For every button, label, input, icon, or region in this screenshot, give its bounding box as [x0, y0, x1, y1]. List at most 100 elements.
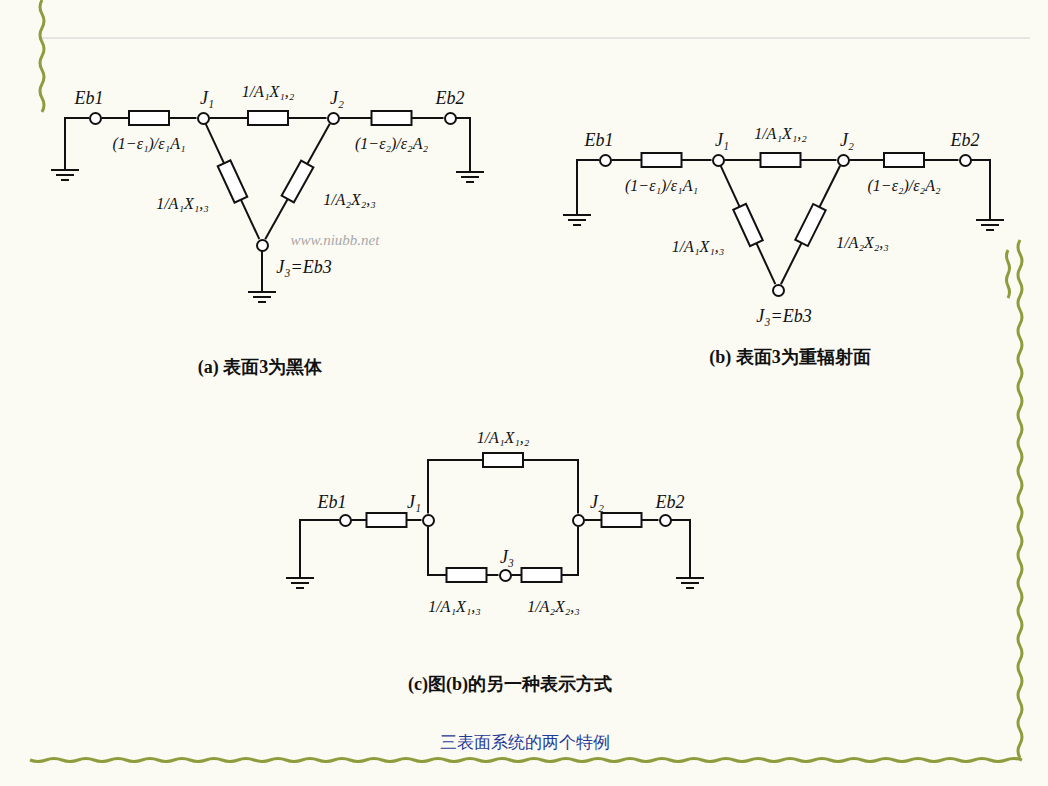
ground-stroke	[563, 214, 591, 216]
resistor-branch	[340, 111, 444, 125]
resistor-branch	[210, 111, 327, 125]
resistor-branch	[781, 166, 840, 284]
resistor-symbol	[761, 153, 801, 167]
resistance-label: (1−ε₂)/ε₂A₂	[866, 177, 943, 195]
resistor-branch	[428, 527, 499, 583]
wavy-line	[40, 0, 44, 112]
terminal-node: Eb2	[959, 154, 972, 167]
wavy-line	[1007, 250, 1010, 298]
resistance-label: 1/A₁X₁,₂	[475, 429, 532, 447]
sub-caption: (b) 表面3为重辐射面	[709, 345, 871, 369]
wire	[65, 118, 89, 170]
node-label: Eb2	[951, 130, 980, 151]
node-label: Eb1	[75, 88, 104, 109]
resistance-label: 1/A₁X₁,₃	[426, 598, 483, 616]
terminal-node: Eb1	[339, 514, 352, 527]
border-ornament	[30, 0, 1022, 762]
node-label: J₂	[590, 492, 604, 513]
watermark: www.niubb.net	[291, 232, 380, 249]
ground-wires	[65, 118, 990, 578]
node-label: Eb1	[585, 130, 614, 151]
ground-stroke	[981, 224, 999, 226]
ground-stroke	[248, 291, 276, 293]
wire	[456, 118, 470, 172]
node-label: J₃=Eb3	[756, 306, 811, 327]
resistor-branch	[102, 111, 197, 125]
sub-caption: (c)图(b)的另一种表示方式	[408, 672, 612, 696]
resistor-branch	[512, 527, 579, 583]
terminal-node: Eb1	[599, 154, 612, 167]
wire	[577, 160, 599, 215]
wire	[428, 460, 578, 514]
resistance-label: 1/A₂X₂,₃	[834, 234, 891, 252]
terminal-node: J₂	[572, 514, 585, 527]
wire	[300, 520, 339, 578]
resistor-branch	[428, 453, 578, 514]
resistor-branch	[352, 513, 422, 527]
wire	[261, 251, 263, 292]
resistor-branch	[850, 153, 959, 167]
ground-stroke	[51, 169, 79, 171]
node-label: J₂	[330, 88, 344, 109]
resistor-branch	[265, 124, 330, 240]
terminal-node: J₂	[837, 154, 850, 167]
terminal-node: Eb1	[89, 112, 102, 125]
ground-stroke	[253, 296, 271, 298]
terminal-node: J₃	[499, 569, 512, 582]
sub-caption: (a) 表面3为黑体	[198, 355, 323, 379]
terminal-node: J₃=Eb3	[772, 284, 785, 297]
resistance-label: (1−ε₂)/ε₂A₂	[353, 135, 430, 153]
resistance-label: 1/A₁X₁,₂	[240, 83, 297, 101]
wire	[671, 520, 690, 578]
wire	[206, 124, 260, 239]
resistance-label: 1/A₁X₁,₃	[154, 195, 211, 213]
ground-stroke	[61, 179, 69, 181]
resistor-branch	[612, 153, 712, 167]
resistor-branch	[206, 124, 260, 239]
figure-caption: 三表面系统的两个特例	[440, 731, 610, 754]
node-label: Eb2	[436, 88, 465, 109]
resistor-symbol	[642, 153, 682, 167]
terminal-node: J₂	[327, 112, 340, 125]
node-label: J₁	[407, 492, 421, 513]
resistor-symbol	[447, 568, 487, 582]
wire	[265, 124, 330, 240]
resistor-symbol	[372, 111, 412, 125]
resistor-symbol	[218, 160, 248, 202]
resistance-label: 1/A₁X₁,₃	[670, 238, 727, 256]
terminal-node: J₁	[197, 112, 210, 125]
ground-stroke	[568, 219, 586, 221]
resistor-symbol	[483, 453, 523, 467]
resistor-symbol	[522, 568, 562, 582]
ground-symbols	[51, 170, 1004, 588]
ground-stroke	[466, 181, 474, 183]
node-label: J₁	[200, 88, 214, 109]
resistor-symbol	[248, 111, 288, 125]
ground-stroke	[573, 224, 581, 226]
resistor-symbol	[884, 153, 924, 167]
resistance-label: (1−ε₁)/ε₁A₁	[623, 177, 700, 195]
terminal-node: Eb2	[444, 112, 457, 125]
wire	[721, 166, 776, 284]
wire	[781, 166, 840, 284]
terminal-node: J₃=Eb3	[256, 239, 269, 252]
resistor-symbol	[795, 204, 825, 246]
resistor-symbol	[733, 204, 762, 246]
resistor-branch	[725, 153, 837, 167]
resistor-symbol	[602, 513, 642, 527]
ground-stroke	[286, 577, 314, 579]
resistor-branch	[721, 166, 776, 284]
rule-line	[40, 38, 1030, 39]
resistor-symbol	[129, 111, 169, 125]
node-label: J₂	[840, 130, 854, 151]
terminal-node: J₁	[712, 154, 725, 167]
ground-stroke	[681, 582, 699, 584]
resistance-label: (1−ε₁)/ε₁A₁	[111, 135, 188, 153]
ground-stroke	[976, 219, 1004, 221]
node-label: Eb2	[656, 492, 685, 513]
ground-stroke	[56, 174, 74, 176]
resistor-symbol	[367, 513, 407, 527]
resistance-label: 1/A₁X₁,₂	[752, 125, 809, 143]
resistance-label: 1/A₂X₂,₃	[321, 191, 378, 209]
